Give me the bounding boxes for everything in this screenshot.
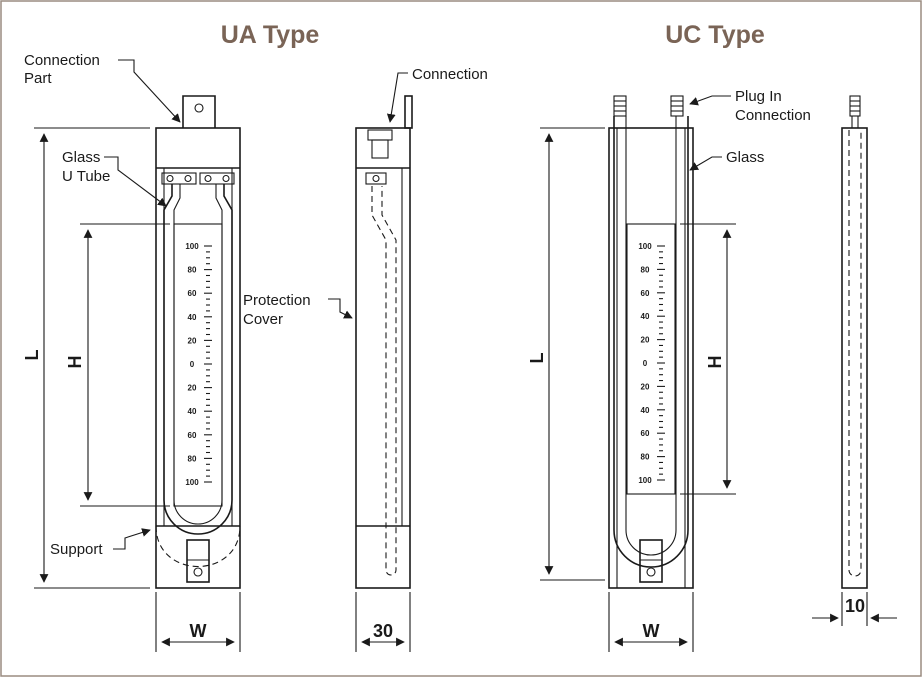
connection-part-label-1: Connection [24,52,100,69]
ua-scale-tick-label: 60 [188,431,197,440]
uc-scale-tick-label: 60 [641,429,650,438]
plug-in-label-1: Plug In [735,88,782,105]
ua-front-view [155,95,241,589]
uc-side-view [841,95,868,589]
ua-scale-tick-label: 40 [188,407,197,416]
ua-scale-tick-label: 100 [185,478,199,487]
uc-height-label: H [705,356,725,369]
uc-type-title: UC Type [665,21,765,49]
uc-scale-tick-label: 0 [643,359,648,368]
glass-u-tube-label-1: Glass [62,149,100,166]
uc-front-view [608,95,694,589]
connection-part-label-2: Part [24,70,52,87]
ua-scale: 100 80 60 40 20 0 20 40 60 80 100 [185,242,212,487]
plug-in-label-2: Connection [735,107,811,124]
ua-side-depth-label: 30 [373,621,393,641]
uc-scale-tick-label: 20 [641,336,650,345]
ua-scale-tick-label: 100 [185,242,199,251]
ua-width-label: W [190,621,207,641]
protection-cover-label-1: Protection [243,292,311,309]
ua-side-view [355,95,413,589]
connection-label: Connection [412,66,488,83]
glass-label: Glass [726,149,764,166]
uc-scale-tick-label: 20 [641,382,650,391]
uc-scale-tick-label: 80 [641,453,650,462]
uc-scale-tick-label: 40 [641,312,650,321]
ua-scale-tick-label: 20 [188,384,197,393]
ua-scale-tick-label: 40 [188,313,197,322]
uc-scale-tick-label: 60 [641,289,650,298]
ua-scale-tick-label: 80 [188,266,197,275]
support-label: Support [50,541,103,558]
uc-scale-tick-label: 100 [638,476,652,485]
uc-side-depth-label: 10 [845,596,865,616]
ua-side-dimension [355,592,411,652]
uc-length-label: L [527,353,547,364]
uc-scale-tick-label: 80 [641,265,650,274]
ua-length-label: L [22,350,42,361]
uc-dimensions [540,127,736,652]
glass-u-tube-label-2: U Tube [62,168,110,185]
uc-scale-tick-label: 40 [641,406,650,415]
uc-scale: 100 80 60 40 20 0 20 40 60 80 100 [638,242,665,485]
protection-cover-label-2: Cover [243,311,283,328]
ua-height-label: H [65,356,85,369]
ua-dimensions [34,127,241,652]
ua-scale-tick-label: 20 [188,336,197,345]
ua-scale-tick-label: 60 [188,289,197,298]
uc-scale-tick-label: 100 [638,242,652,251]
ua-scale-tick-label: 0 [190,360,195,369]
uc-side-dimension [812,592,897,626]
ua-type-title: UA Type [221,21,320,49]
ua-scale-tick-label: 80 [188,454,197,463]
uc-width-label: W [643,621,660,641]
